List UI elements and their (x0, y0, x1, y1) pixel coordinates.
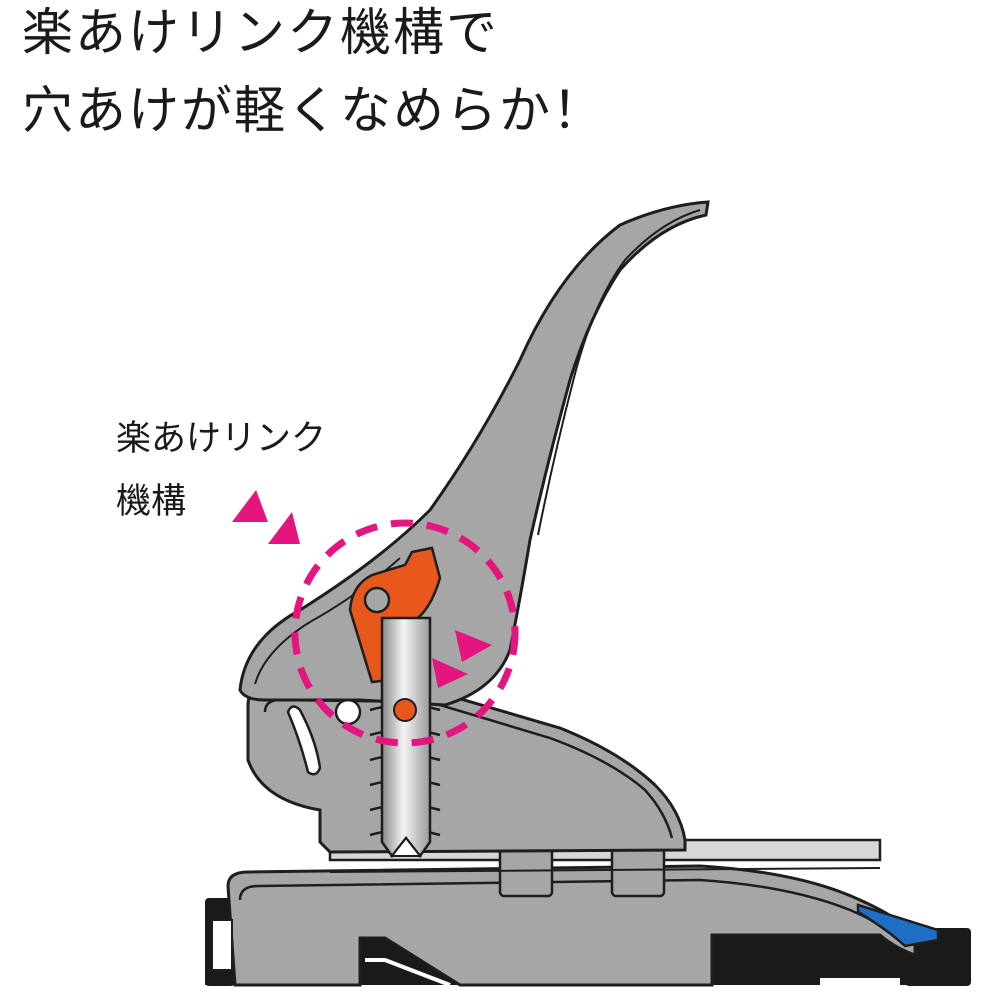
callout-label-line-1: 楽あけリンク (116, 419, 327, 459)
punch-rod (380, 616, 432, 859)
punch-housing (246, 686, 687, 854)
dashed-highlight-circle (291, 519, 519, 747)
headline-line-2: 穴あけが軽くなめらか！ (22, 82, 606, 141)
arrow-pointer-icon (232, 490, 492, 688)
punch-base (205, 864, 971, 987)
callout-label-line-2: 機構 (116, 482, 187, 522)
headline-line-1: 楽あけリンク機構で (22, 4, 500, 63)
